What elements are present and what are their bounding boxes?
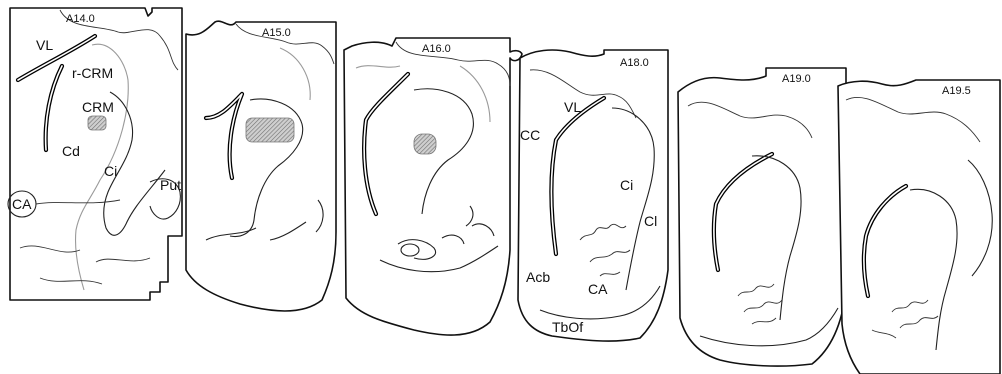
lesion-a15 xyxy=(246,118,294,142)
region-label-ca-a14: CA xyxy=(12,196,32,212)
section-a16: A16.0 xyxy=(344,38,522,335)
section-label-a15: A15.0 xyxy=(262,27,291,39)
lesion-a16 xyxy=(414,134,436,154)
region-label-cd: Cd xyxy=(62,143,80,159)
section-label-a16: A16.0 xyxy=(422,43,451,55)
section-a14: A14.0 VL r-CRM CRM Cd Ci Put CA xyxy=(8,8,182,300)
section-a19-5-outline xyxy=(838,80,1000,374)
section-a18-outline xyxy=(518,50,668,341)
region-label-rcrm: r-CRM xyxy=(72,65,113,81)
section-a19: A19.0 xyxy=(678,68,846,366)
section-label-a14: A14.0 xyxy=(66,13,95,25)
region-label-acb: Acb xyxy=(526,269,550,285)
section-a15: A15.0 xyxy=(186,21,336,311)
lesion-a14 xyxy=(88,116,106,130)
section-a15-outline xyxy=(186,21,336,311)
region-label-ci-a14: Ci xyxy=(104,163,117,179)
region-label-vl-a18: VL xyxy=(564,99,581,115)
region-label-put: Put xyxy=(160,177,181,193)
region-label-ci-a18: Ci xyxy=(620,177,633,193)
section-a19-5: A19.5 xyxy=(838,80,1000,374)
region-label-cl: Cl xyxy=(644,213,657,229)
section-a16-outline xyxy=(344,38,522,335)
region-label-cc: CC xyxy=(520,127,540,143)
section-label-a19-5: A19.5 xyxy=(942,85,971,97)
section-label-a19: A19.0 xyxy=(782,73,811,85)
region-label-vl-a14: VL xyxy=(36,37,53,53)
section-a18: A18.0 CC VL Ci Cl Acb CA TbOf xyxy=(518,50,668,341)
region-label-ca-a18: CA xyxy=(588,281,608,297)
section-label-a18: A18.0 xyxy=(620,57,649,69)
region-label-crm: CRM xyxy=(82,99,114,115)
region-label-tbof: TbOf xyxy=(552,319,583,335)
